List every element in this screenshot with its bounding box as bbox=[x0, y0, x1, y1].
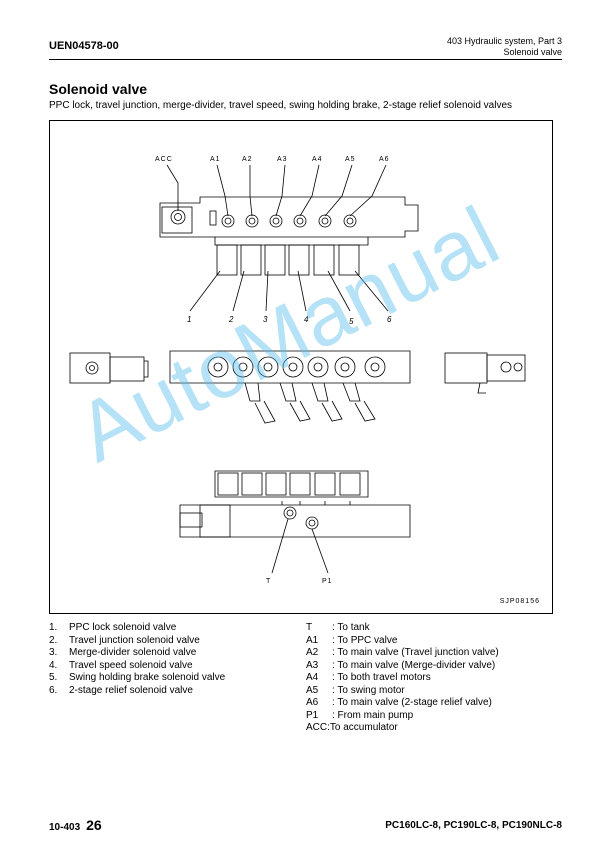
port-label-a6: A6 bbox=[379, 156, 390, 163]
port-key: P1 bbox=[306, 709, 319, 721]
port-key: A2 bbox=[306, 647, 319, 658]
part-number-2: 2 bbox=[228, 315, 234, 324]
port-description: : From main pump bbox=[332, 709, 414, 721]
legend-number: 5. bbox=[49, 672, 58, 683]
port-legend-item: A4 : To both travel motors bbox=[306, 672, 499, 685]
port-legend-item: A1 : To PPC valve bbox=[306, 635, 499, 648]
port-description: : To main valve (2-stage relief valve) bbox=[332, 697, 492, 708]
page-title: Solenoid valve bbox=[49, 81, 148, 97]
port-key: A3 bbox=[306, 659, 319, 671]
port-legend-item: T : To tank bbox=[306, 622, 499, 635]
legend-number: 2. bbox=[49, 634, 58, 646]
document-code: UEN04578-00 bbox=[49, 40, 119, 52]
port-label-a5: A5 bbox=[345, 156, 356, 163]
footer-section-number: 10-403 bbox=[49, 822, 81, 833]
legend-text: Travel speed solenoid valve bbox=[69, 659, 193, 671]
header-section-title: 403 Hydraulic system, Part 3 bbox=[446, 36, 562, 46]
legend-item: 4. Travel speed solenoid valve bbox=[49, 660, 225, 673]
front-view bbox=[69, 350, 526, 424]
ports-legend: T : To tank A1 : To PPC valve A2 : To main … bbox=[306, 622, 499, 735]
legend-item: 6. 2-stage relief solenoid valve bbox=[49, 685, 225, 698]
port-legend-item: A2 : To main valve (Travel junction valve… bbox=[306, 647, 499, 660]
port-key: A5 bbox=[306, 684, 319, 696]
legend-text: Swing holding brake solenoid valve bbox=[69, 672, 226, 683]
port-key: ACC: bbox=[306, 722, 330, 733]
port-description: : To PPC valve bbox=[332, 634, 398, 646]
port-description: : To tank bbox=[332, 622, 370, 633]
port-key: A1 bbox=[306, 634, 319, 646]
footer-page: 26 bbox=[86, 817, 102, 833]
port-legend-item: P1 : From main pump bbox=[306, 710, 499, 723]
port-legend-item: A5 : To swing motor bbox=[306, 685, 499, 698]
legend-number: 1. bbox=[49, 622, 58, 633]
legend-item: 5. Swing holding brake solenoid valve bbox=[49, 672, 225, 685]
port-label-acc: ACC bbox=[155, 156, 173, 163]
port-label-p1: P1 bbox=[322, 578, 333, 585]
footer-page-number: 10-403 26 bbox=[49, 817, 102, 833]
legend-item: 3. Merge-divider solenoid valve bbox=[49, 647, 225, 660]
figure-code: SJP08156 bbox=[499, 598, 540, 605]
port-label-a2: A2 bbox=[242, 156, 253, 163]
port-label-a3: A3 bbox=[277, 156, 288, 163]
port-key: A4 bbox=[306, 672, 319, 683]
part-number-1: 1 bbox=[187, 315, 191, 324]
legend-text: PPC lock solenoid valve bbox=[69, 622, 177, 633]
port-legend-item: A6 : To main valve (2-stage relief valve) bbox=[306, 697, 499, 710]
solenoid-valve-drawing: ACC A1 A2 A3 A4 A5 A6 bbox=[69, 156, 526, 585]
parts-legend: 1. PPC lock solenoid valve 2. Travel junct… bbox=[49, 622, 225, 697]
header-rule bbox=[49, 59, 562, 60]
port-legend-item: A3 : To main valve (Merge-divider valve) bbox=[306, 660, 499, 673]
port-description: : To both travel motors bbox=[332, 672, 431, 683]
port-label-a4: A4 bbox=[312, 156, 323, 163]
port-key: A6 bbox=[306, 697, 319, 708]
part-number-3: 3 bbox=[263, 315, 268, 324]
solenoid-valve-figure: ACC A1 A2 A3 A4 A5 A6 bbox=[49, 120, 553, 614]
part-number-4: 4 bbox=[304, 315, 309, 324]
legend-number: 3. bbox=[49, 647, 58, 658]
part-number-5: 5 bbox=[349, 317, 354, 326]
page-subtitle: PPC lock, travel junction, merge-divider… bbox=[49, 100, 513, 111]
port-legend-item: ACC: To accumulator bbox=[306, 722, 499, 735]
legend-item: 1. PPC lock solenoid valve bbox=[49, 622, 225, 635]
legend-number: 6. bbox=[49, 684, 58, 696]
legend-text: 2-stage relief solenoid valve bbox=[69, 684, 193, 696]
top-view: ACC A1 A2 A3 A4 A5 A6 bbox=[155, 156, 419, 326]
legend-text: Travel junction solenoid valve bbox=[69, 634, 200, 646]
header-subsection-title: Solenoid valve bbox=[503, 47, 562, 57]
port-key: T bbox=[306, 622, 313, 633]
header-section: 403 Hydraulic system, Part 3 Solenoid va… bbox=[447, 36, 562, 58]
port-description: : To main valve (Merge-divider valve) bbox=[332, 659, 496, 671]
legend-item: 2. Travel junction solenoid valve bbox=[49, 635, 225, 648]
port-label-t: T bbox=[266, 578, 271, 585]
port-description: To accumulator bbox=[329, 722, 398, 733]
port-description: : To swing motor bbox=[332, 684, 405, 696]
bottom-view: T P1 bbox=[179, 470, 411, 585]
footer-models: PC160LC-8, PC190LC-8, PC190NLC-8 bbox=[385, 820, 562, 831]
legend-number: 4. bbox=[49, 659, 58, 671]
legend-text: Merge-divider solenoid valve bbox=[69, 647, 197, 658]
port-description: : To main valve (Travel junction valve) bbox=[332, 647, 499, 658]
port-label-a1: A1 bbox=[210, 156, 221, 163]
part-number-6: 6 bbox=[387, 315, 392, 324]
